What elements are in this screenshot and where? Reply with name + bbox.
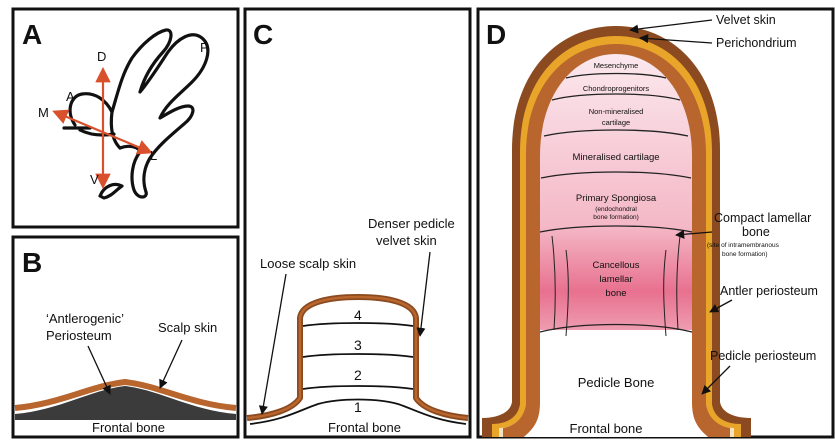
axis-d-label: D: [97, 49, 106, 64]
axis-l-label: L: [150, 148, 157, 163]
panel-c-label: C: [253, 19, 273, 50]
cancellous-label-1: Cancellous: [593, 260, 640, 271]
axis-v-label: V: [90, 172, 99, 187]
segment-3-label: 3: [354, 337, 362, 353]
primary-spongiosa-sub-2: bone formation): [593, 214, 639, 221]
compact-lamellar-sub-1: (site of intramembranous: [707, 242, 780, 249]
denser-pedicle-label-2: velvet skin: [376, 233, 437, 248]
panel-a: A P A D V M L: [13, 9, 238, 227]
antler-periosteum-label: Antler periosteum: [720, 284, 818, 298]
axis-m-label: M: [38, 105, 49, 120]
segment-4-label: 4: [354, 307, 362, 323]
denser-pedicle-label-1: Denser pedicle: [368, 216, 455, 231]
axis-a-label: A: [66, 89, 75, 104]
compact-lamellar-sub-2: bone formation): [722, 251, 768, 258]
panel-c: C 4 3 2 1 Loose scalp skin Denser pedicl…: [245, 9, 470, 437]
compact-lamellar-label-1: Compact lamellar: [714, 211, 811, 225]
pedicle-bone-label: Pedicle Bone: [578, 375, 655, 390]
cancellous-label-3: bone: [605, 288, 626, 299]
mesenchyme-label: Mesenchyme: [594, 61, 639, 70]
pedicle-periosteum-label: Pedicle periosteum: [710, 349, 816, 363]
panel-a-label: A: [22, 19, 42, 50]
loose-scalp-label: Loose scalp skin: [260, 256, 356, 271]
panel-b-frontal-bone: Frontal bone: [92, 420, 165, 435]
panel-b: B ‘Antlerogenic’ Periosteum Scalp skin F…: [13, 237, 238, 437]
velvet-skin-label: Velvet skin: [716, 13, 776, 27]
antlerogenic-label-1: ‘Antlerogenic’: [46, 311, 124, 326]
primary-spongiosa-sub-1: (endochondral: [595, 206, 637, 213]
scalp-skin-label: Scalp skin: [158, 320, 217, 335]
perichondrium-label: Perichondrium: [716, 36, 797, 50]
chondroprogenitors-label: Chondroprogenitors: [583, 84, 650, 93]
panel-d: D Mesench: [478, 9, 833, 437]
panel-c-frontal-bone: Frontal bone: [328, 420, 401, 435]
primary-spongiosa-label: Primary Spongiosa: [576, 193, 657, 204]
compact-lamellar-label-2: bone: [742, 225, 770, 239]
segment-1-label: 1: [354, 399, 362, 415]
panel-d-frontal-bone: Frontal bone: [570, 421, 643, 436]
mineralised-cartilage-label: Mineralised cartilage: [572, 152, 659, 163]
panel-b-label: B: [22, 247, 42, 278]
cancellous-label-2: lamellar: [599, 274, 632, 285]
axis-p-label: P: [200, 40, 209, 55]
segment-2-label: 2: [354, 367, 362, 383]
non-mineralised-label-1: Non-mineralised: [589, 107, 644, 116]
panel-d-label: D: [486, 19, 506, 50]
antlerogenic-label-2: Periosteum: [46, 328, 112, 343]
non-mineralised-label-2: cartilage: [602, 118, 630, 127]
